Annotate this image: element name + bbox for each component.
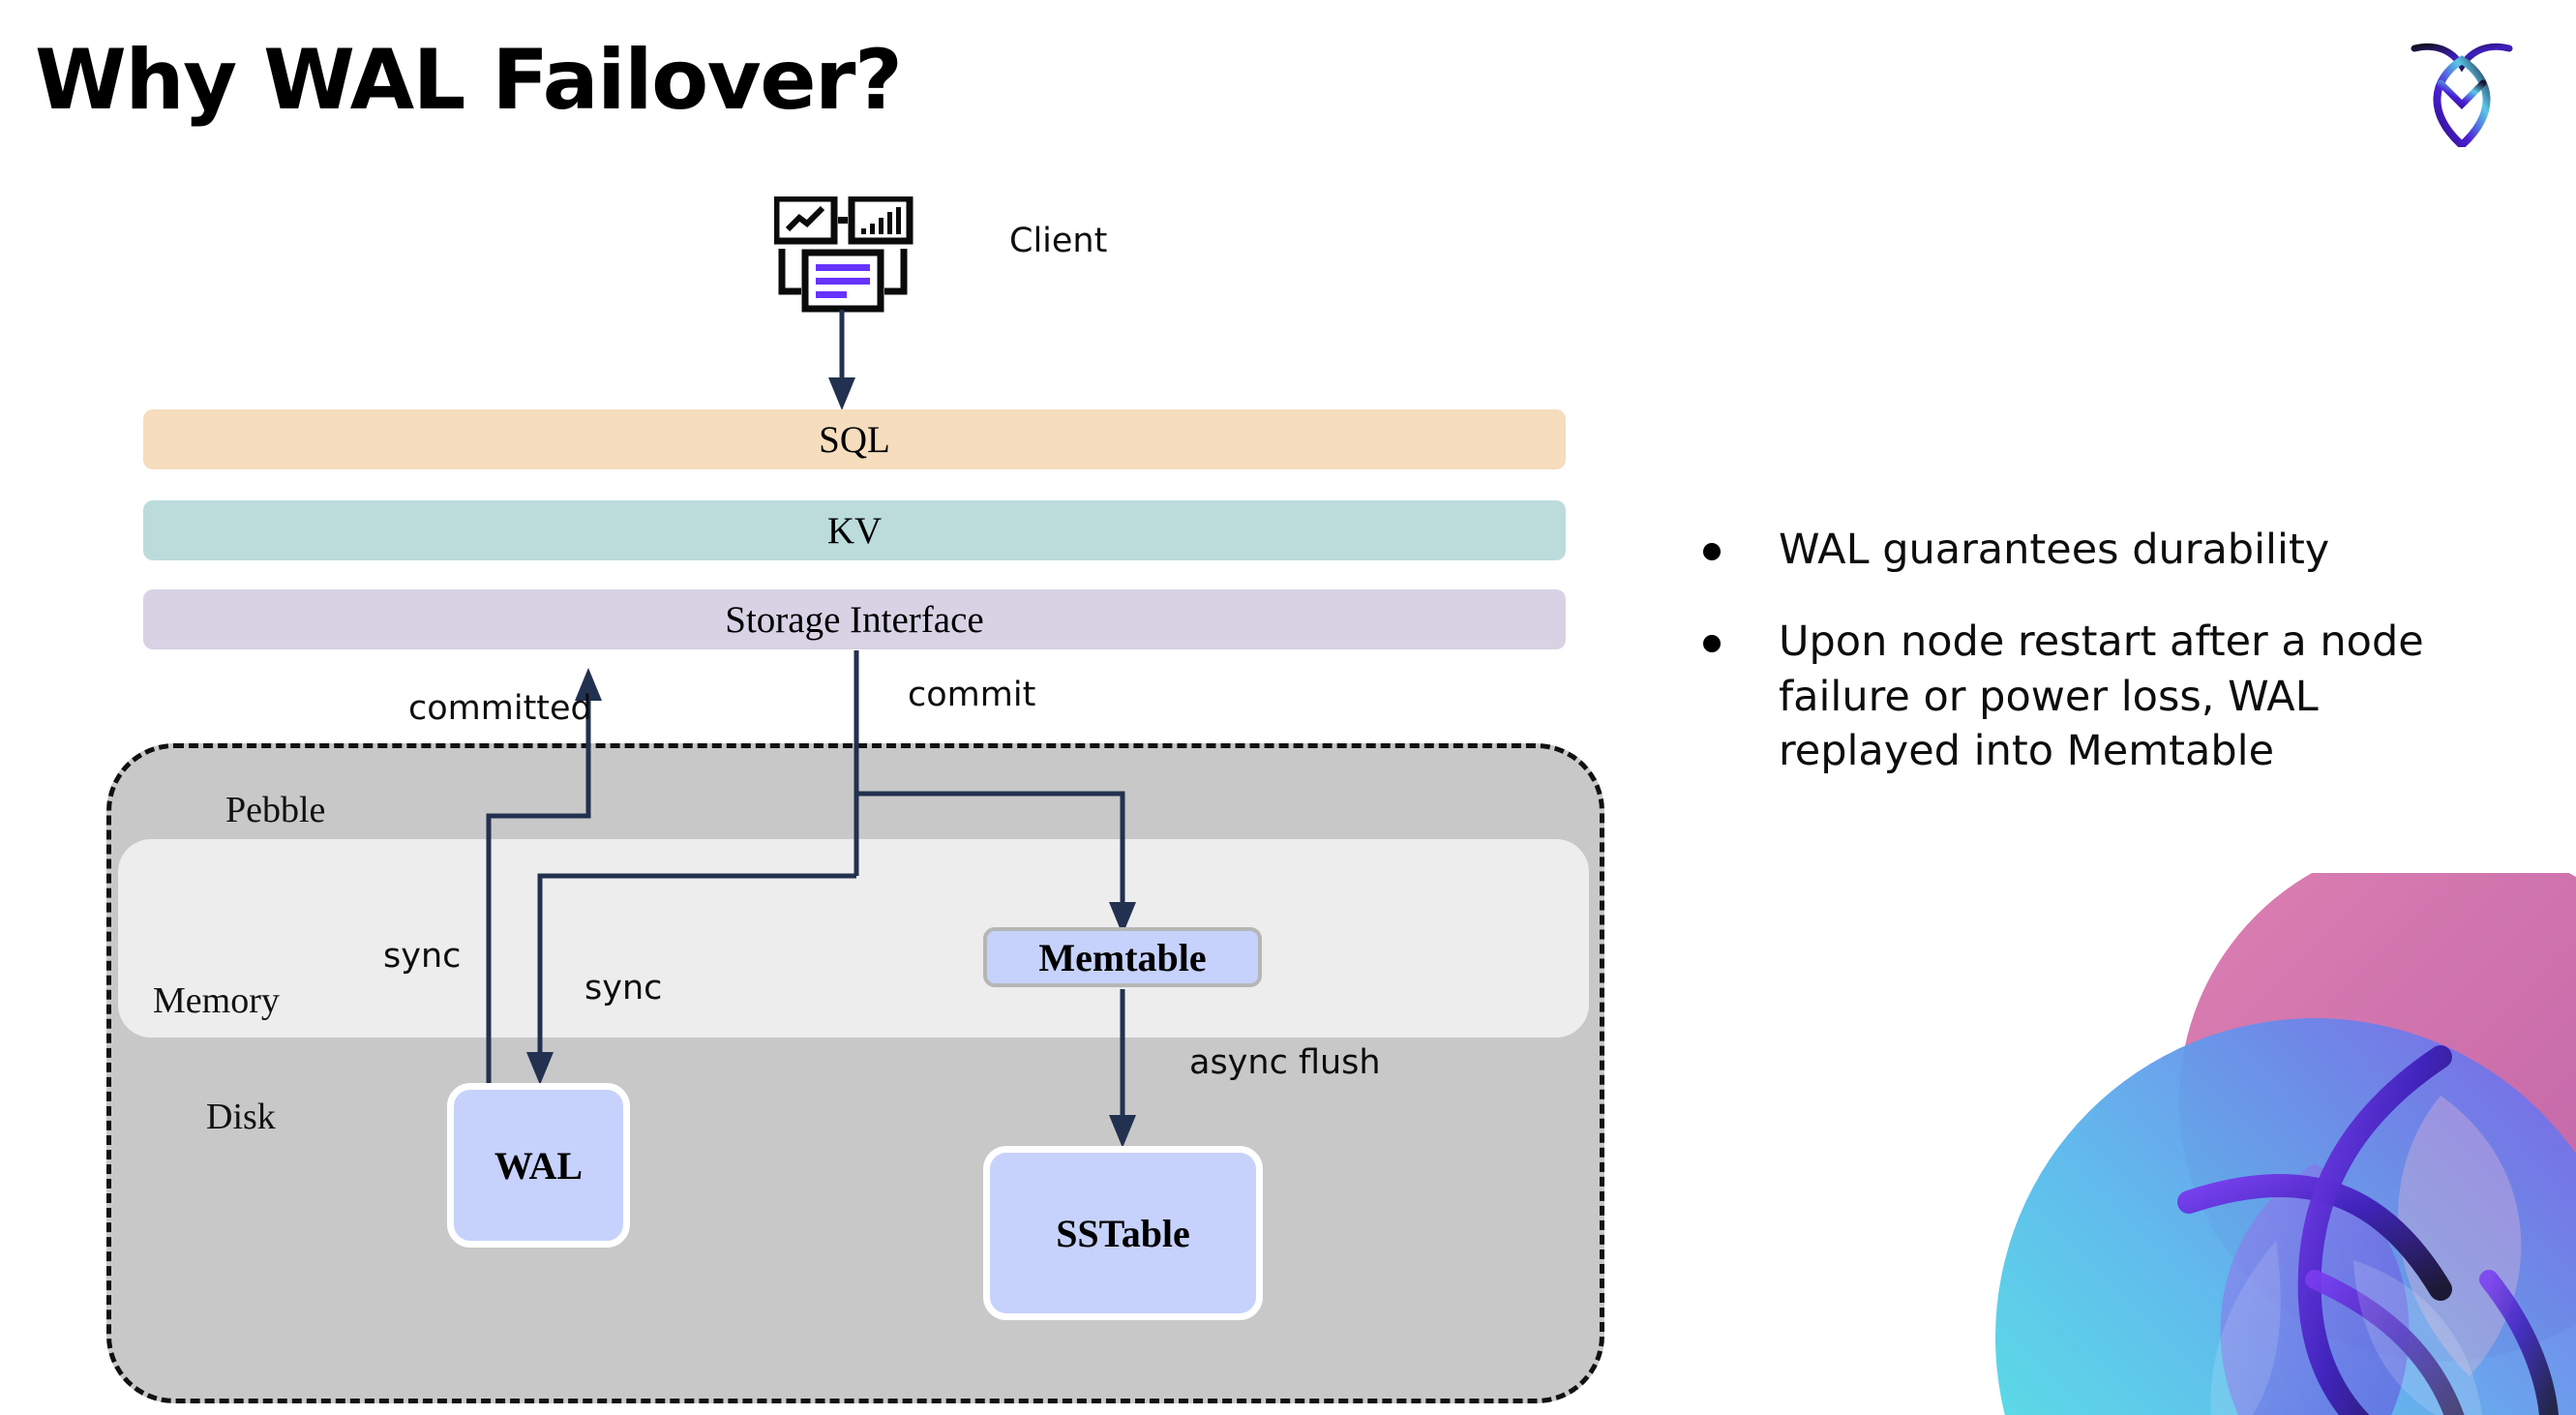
edge-label-commit: commit xyxy=(908,676,1036,714)
client-label: Client xyxy=(1009,222,1108,260)
bullet-dot-icon xyxy=(1703,634,1721,652)
layer-label-sql: SQL xyxy=(819,418,890,461)
layer-bar-storage-interface[interactable]: Storage Interface xyxy=(143,589,1566,649)
layer-bar-sql[interactable]: SQL xyxy=(143,409,1566,469)
layer-label-storage-interface: Storage Interface xyxy=(725,598,984,641)
node-memtable[interactable]: Memtable xyxy=(983,927,1262,987)
bullet-list: WAL guarantees durability Upon node rest… xyxy=(1703,523,2497,816)
architecture-diagram: Client SQL KV Storage Interface Pebble M… xyxy=(106,195,1604,1403)
bullet-dot-icon xyxy=(1703,543,1721,560)
decorative-circles-art xyxy=(1899,873,2576,1415)
memory-band xyxy=(118,839,1589,1038)
memory-label: Memory xyxy=(153,980,280,1021)
bullet-text: Upon node restart after a node failure o… xyxy=(1779,617,2424,776)
node-wal[interactable]: WAL xyxy=(447,1083,630,1248)
edge-label-sync-right: sync xyxy=(584,969,663,1008)
bullet-text: WAL guarantees durability xyxy=(1779,526,2330,574)
node-wal-label: WAL xyxy=(494,1143,584,1188)
node-sstable[interactable]: SSTable xyxy=(983,1146,1263,1320)
page-title: Why WAL Failover? xyxy=(35,32,903,129)
list-item: WAL guarantees durability xyxy=(1703,523,2497,578)
pebble-label: Pebble xyxy=(225,790,326,830)
edge-label-async-flush: async flush xyxy=(1189,1043,1381,1082)
client-workstation-icon xyxy=(772,195,919,313)
cockroach-logo-icon xyxy=(2409,31,2515,151)
node-sstable-label: SSTable xyxy=(1056,1211,1190,1255)
layer-bar-kv[interactable]: KV xyxy=(143,500,1566,560)
layer-label-kv: KV xyxy=(826,509,883,552)
edge-label-committed: committed xyxy=(408,689,592,728)
list-item: Upon node restart after a node failure o… xyxy=(1703,615,2497,779)
edge-label-sync-left: sync xyxy=(383,937,462,976)
disk-label: Disk xyxy=(206,1097,276,1137)
node-memtable-label: Memtable xyxy=(1038,935,1207,979)
